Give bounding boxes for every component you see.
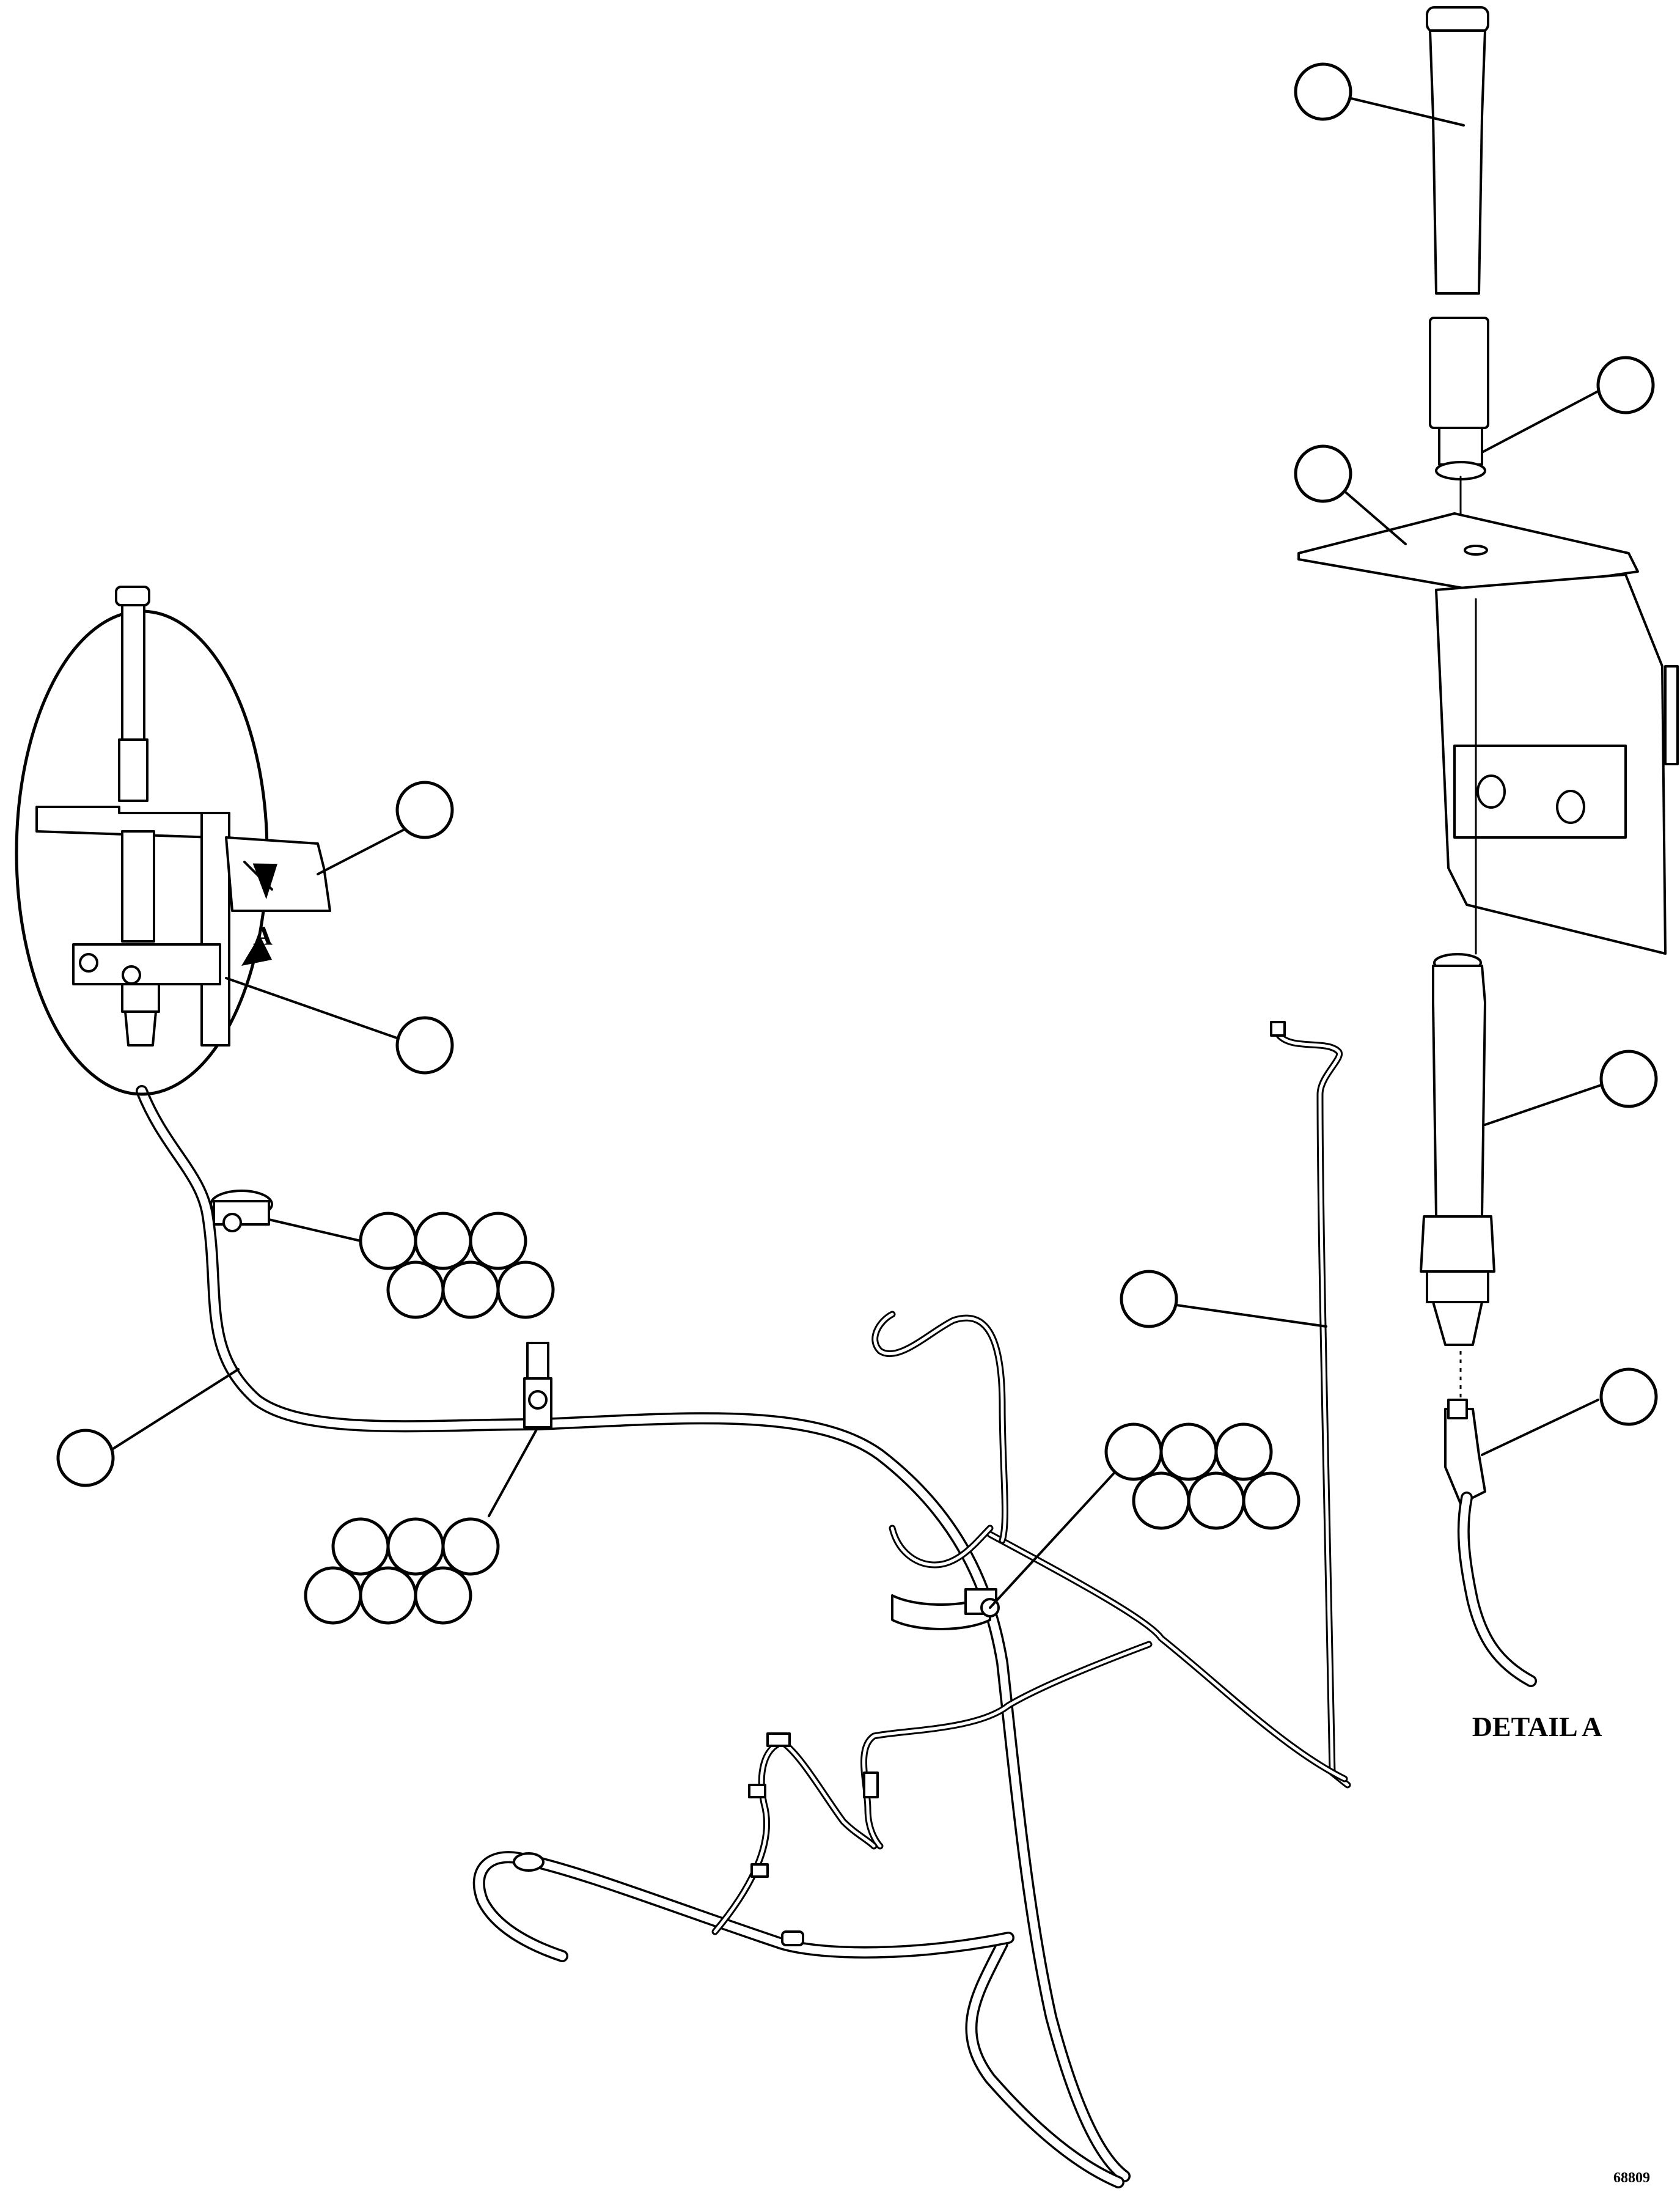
- callout-bubble: [1242, 1471, 1300, 1530]
- wire-tab: [766, 1732, 791, 1747]
- callout-bubble: [1599, 1367, 1658, 1426]
- callout-bubble: [414, 1212, 472, 1270]
- callout-bubble: [395, 1016, 454, 1075]
- callout-bubble: [441, 1260, 500, 1319]
- callout-bubble: [414, 1566, 472, 1625]
- callout-bubble: [1294, 444, 1352, 503]
- cable-clamp-middle: [523, 1342, 552, 1429]
- callout-bubble: [469, 1212, 527, 1270]
- callout-bubble: [395, 781, 454, 839]
- detail-a-marker: A: [241, 861, 277, 966]
- callout-bubble: [496, 1260, 555, 1319]
- callout-bubble: [1159, 1422, 1218, 1481]
- callout-bubbles: [56, 62, 1658, 1625]
- antenna-assembly-small: [35, 586, 331, 1047]
- cable-clamp-lower: [891, 1588, 1000, 1630]
- detail-a-caption: DETAIL A: [1472, 1711, 1602, 1742]
- drawing-number: 68809: [1613, 2170, 1650, 2186]
- callout-bubble: [1104, 1422, 1163, 1481]
- callout-bubble: [441, 1517, 500, 1576]
- wire-end-connector: [1270, 1021, 1286, 1037]
- callout-bubble: [331, 1517, 390, 1576]
- wire-tab: [748, 1784, 766, 1798]
- callout-bubble: [1214, 1422, 1273, 1481]
- leader-lines: [112, 90, 1602, 1609]
- callout-bubble: [1132, 1471, 1190, 1530]
- inline-connector: [863, 1771, 879, 1798]
- ring-terminal: [513, 1852, 545, 1872]
- detail-a-assembly: [1297, 6, 1679, 1687]
- splice-sleeve: [781, 1930, 804, 1946]
- callout-bubble: [1120, 1270, 1178, 1328]
- secondary-wires: [711, 1021, 1351, 1935]
- wire-tab: [750, 1863, 769, 1878]
- cable-clamp-upper: [210, 1190, 273, 1232]
- callout-bubble: [359, 1566, 417, 1625]
- callout-bubble: [359, 1212, 417, 1270]
- callout-bubble: [1599, 1050, 1658, 1108]
- callout-bubble: [1294, 62, 1352, 121]
- callout-bubble: [1187, 1471, 1245, 1530]
- callout-bubble: [304, 1566, 362, 1625]
- detail-letter: A: [253, 921, 273, 951]
- main-harness-cable: [136, 1085, 1131, 2188]
- callout-bubble: [386, 1517, 445, 1576]
- callout-bubble: [56, 1429, 115, 1487]
- callout-bubble: [1596, 356, 1655, 414]
- callout-bubble: [386, 1260, 445, 1319]
